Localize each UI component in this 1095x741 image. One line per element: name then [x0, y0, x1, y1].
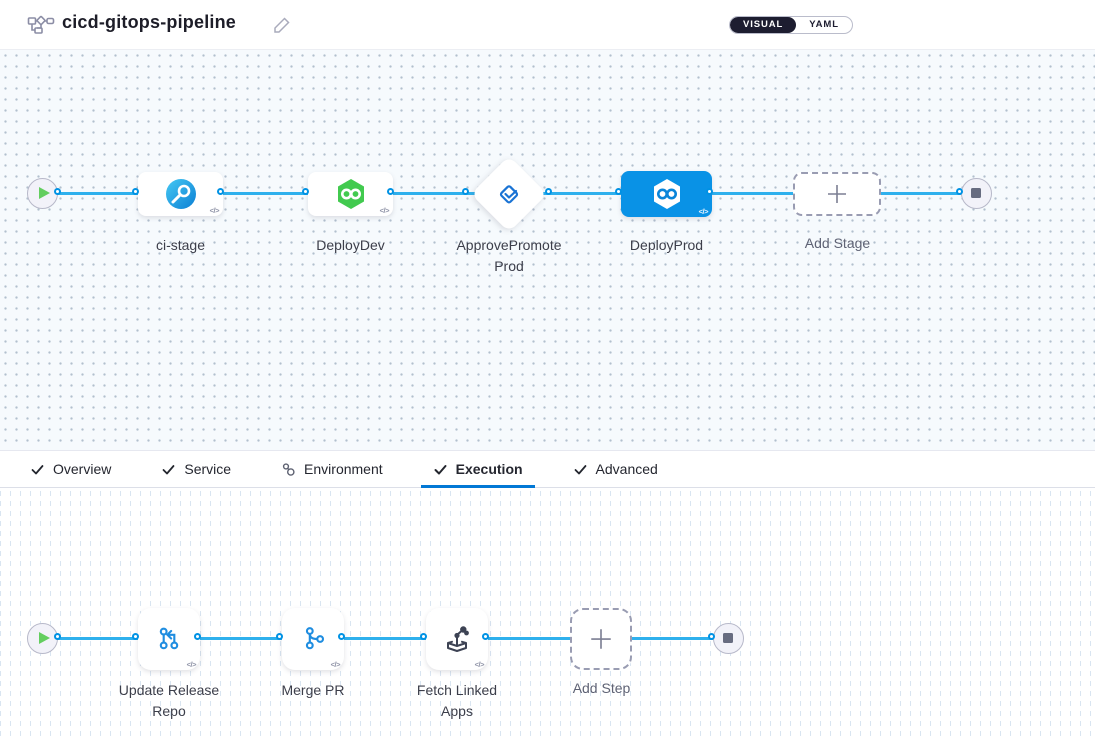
ci-build-icon — [165, 179, 196, 209]
node-port — [276, 633, 283, 640]
code-badge: </> — [209, 206, 220, 215]
stage-label: DeployDev — [316, 237, 385, 253]
node-port — [545, 188, 552, 195]
step-card-fetch-linked-apps[interactable]: </> — [426, 608, 488, 670]
play-icon — [39, 187, 50, 199]
tab-label: Environment — [304, 461, 383, 477]
step-connector-line — [45, 637, 716, 640]
execution-start-node — [27, 623, 58, 654]
code-badge: </> — [474, 660, 485, 669]
plus-icon — [591, 629, 611, 649]
view-toggle: VISUAL YAML — [729, 16, 853, 34]
node-port — [194, 633, 201, 640]
stage-card-ci-stage[interactable]: </> — [138, 172, 223, 216]
edit-pencil-icon[interactable] — [272, 15, 292, 40]
stage-label: DeployProd — [629, 237, 704, 253]
add-stage-button[interactable] — [793, 172, 881, 216]
stage-tab-bar: Overview Service Environment Execution A… — [0, 450, 1095, 488]
tab-label: Service — [184, 461, 232, 477]
tab-label: Overview — [53, 461, 112, 477]
node-port — [708, 633, 715, 640]
node-port — [132, 633, 139, 640]
node-port — [54, 188, 61, 195]
tab-environment[interactable]: Environment — [269, 451, 395, 487]
step-label: Fetch Linked Apps — [416, 682, 498, 719]
stage-card-deploydev[interactable]: </> — [308, 172, 393, 216]
pipeline-title: cicd-gitops-pipeline — [62, 12, 237, 32]
node-port — [387, 188, 394, 195]
stop-icon — [723, 633, 733, 643]
environment-icon — [282, 462, 295, 476]
check-icon — [574, 464, 586, 474]
tab-label: Advanced — [595, 461, 658, 477]
code-badge: </> — [330, 660, 341, 669]
node-port — [956, 188, 963, 195]
code-badge: </> — [186, 660, 197, 669]
node-port — [54, 633, 61, 640]
node-port — [302, 188, 309, 195]
toggle-visual[interactable]: VISUAL — [730, 17, 797, 33]
add-stage-label: Add Stage — [804, 235, 871, 251]
stage-canvas[interactable]: </> </> </> — [0, 50, 1095, 450]
step-card-merge-pr[interactable]: </> — [282, 608, 344, 670]
stage-label: ApprovePromoteProd — [456, 237, 562, 274]
add-step-button[interactable] — [570, 608, 632, 670]
node-port — [420, 633, 427, 640]
node-port — [706, 188, 713, 195]
stage-card-approvepromoteprod[interactable] — [470, 155, 548, 233]
step-label: Update Release Repo — [118, 682, 220, 719]
plus-icon — [828, 185, 846, 203]
node-port — [338, 633, 345, 640]
tab-label: Execution — [455, 461, 523, 477]
toggle-yaml[interactable]: YAML — [809, 19, 839, 30]
node-port — [217, 188, 224, 195]
node-port — [615, 188, 622, 195]
cd-hexagon-white-icon — [653, 179, 680, 209]
app-header: cicd-gitops-pipeline VISUAL YAML — [0, 0, 1095, 50]
execution-canvas[interactable]: </> </> </> Update Release Repo — [0, 488, 1095, 741]
node-port — [132, 188, 139, 195]
step-card-update-release-repo[interactable]: </> — [138, 608, 200, 670]
add-step-label: Add Step — [572, 680, 631, 696]
check-icon — [434, 464, 447, 474]
git-update-icon — [159, 627, 179, 650]
stage-label: ci-stage — [155, 237, 206, 253]
play-icon — [39, 632, 50, 644]
tab-service[interactable]: Service — [149, 451, 243, 487]
fetch-apps-icon — [447, 626, 469, 652]
git-merge-icon — [305, 627, 325, 650]
cd-hexagon-green-icon — [337, 179, 364, 209]
pipeline-end-node — [961, 178, 992, 209]
pipeline-start-node — [27, 178, 58, 209]
step-label: Merge PR — [281, 682, 345, 698]
execution-end-node — [713, 623, 744, 654]
code-badge: </> — [698, 207, 709, 216]
stop-icon — [971, 188, 981, 198]
tab-overview[interactable]: Overview — [18, 451, 123, 487]
pipeline-flowchart-icon — [27, 13, 55, 42]
stage-card-deployprod[interactable]: </> — [621, 171, 712, 217]
check-icon — [162, 464, 175, 474]
tab-advanced[interactable]: Advanced — [561, 451, 670, 487]
node-port — [482, 633, 489, 640]
check-icon — [31, 464, 44, 474]
tab-execution[interactable]: Execution — [420, 451, 535, 488]
code-badge: </> — [379, 206, 390, 215]
node-port — [462, 188, 469, 195]
